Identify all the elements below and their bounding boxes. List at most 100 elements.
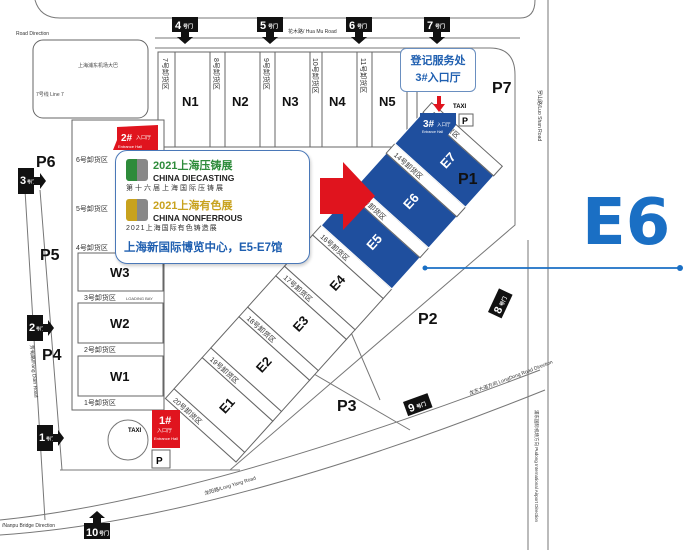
- svg-text:8号卸货区: 8号卸货区: [212, 58, 221, 90]
- svg-text:3#: 3#: [423, 119, 435, 130]
- hall-label-n3: N3: [282, 94, 299, 109]
- svg-text:1: 1: [39, 432, 45, 444]
- entrance-hall-3[interactable]: 3# 入口厅 Entrance Hall P: [420, 113, 474, 145]
- svg-text:W3: W3: [110, 265, 130, 280]
- svg-text:10: 10: [86, 527, 98, 539]
- svg-text:1#: 1#: [159, 415, 171, 427]
- svg-text:4号卸货区: 4号卸货区: [76, 243, 108, 252]
- road-label-long-yang: 龙阳路/Long Yang Road: [204, 475, 257, 497]
- svg-text:W2: W2: [110, 316, 130, 331]
- registration-title: 登记服务处: [410, 55, 466, 67]
- taxi-label-east: TAXI: [453, 104, 467, 110]
- hall-n3: [274, 51, 311, 148]
- road-label-airport: 浦东国际机场方向 Pudong International Airport Di…: [533, 410, 540, 523]
- svg-text:号门: 号门: [27, 178, 35, 184]
- parking-labels: P1 P2 P3 P4 P5 P6 P7: [36, 80, 512, 415]
- diecasting-title: 2021上海压铸展: [153, 160, 233, 172]
- svg-text:入口厅: 入口厅: [157, 428, 172, 434]
- svg-text:号门: 号门: [36, 325, 44, 331]
- metro-label: 7号线 Line 7: [36, 91, 64, 98]
- road-label-fang-dian: 芳甸路/Fang Dian Road: [28, 345, 40, 398]
- leader-dot: [422, 265, 428, 271]
- svg-text:号门: 号门: [183, 23, 193, 30]
- svg-text:11号卸货区: 11号卸货区: [359, 58, 368, 93]
- nonferrous-title: 2021上海有色展: [153, 200, 233, 212]
- parking-p1: P1: [458, 171, 478, 188]
- svg-text:LOADING BAY: LOADING BAY: [126, 296, 153, 301]
- svg-text:2#: 2#: [121, 133, 133, 144]
- svg-text:2: 2: [29, 322, 35, 334]
- road-label-hua-mu: 花木路/ Hua Mu Road: [288, 28, 337, 35]
- hall-n1: [174, 51, 211, 148]
- hall-label-n5: N5: [379, 94, 396, 109]
- east-halls: E1 E2 E3 E4 E5 E6 E7 20号卸货区 19号卸货区 18号卸货…: [164, 101, 504, 463]
- nonferrous-logo-icon: [126, 199, 148, 221]
- svg-text:8: 8: [492, 305, 505, 316]
- gate-8[interactable]: 8号门: [488, 288, 513, 319]
- hall-highlight-label: E6: [582, 186, 671, 260]
- road-label-top-left: Road Direction: [16, 31, 49, 37]
- parking-p6: P6: [36, 154, 56, 171]
- svg-text:号门: 号门: [498, 295, 509, 307]
- svg-text:Entrance Hall: Entrance Hall: [422, 130, 443, 134]
- bus-label: 上海浦东机场大巴: [78, 62, 118, 69]
- svg-text:号门: 号门: [435, 23, 445, 30]
- svg-text:9号卸货区: 9号卸货区: [262, 58, 271, 90]
- svg-text:5号卸货区: 5号卸货区: [76, 204, 108, 213]
- registration-entrance: 3#入口厅: [415, 72, 461, 84]
- diecasting-en: CHINA DIECASTING: [153, 173, 235, 183]
- roundabout: [107, 419, 149, 461]
- parking-p3: P3: [337, 398, 357, 415]
- svg-text:P: P: [462, 116, 468, 126]
- svg-text:号门: 号门: [415, 400, 427, 410]
- entrance-hall-2[interactable]: 2# 入口厅 Entrance Hall: [113, 125, 158, 150]
- svg-text:W1: W1: [110, 369, 130, 384]
- svg-text:Entrance Hall: Entrance Hall: [154, 436, 178, 441]
- parking-p2: P2: [418, 311, 438, 328]
- svg-text:Entrance Hall: Entrance Hall: [118, 144, 142, 149]
- north-halls: N1 N2 N3 N4 N5 7号卸货区 8号卸货区 9号卸货区 10号卸货区 …: [157, 51, 418, 148]
- hall-n4: [321, 51, 358, 148]
- road-long-yang: [0, 369, 546, 536]
- svg-text:10号卸货区: 10号卸货区: [311, 58, 320, 94]
- diecasting-subtitle: 第十六届上海国际压铸展: [126, 185, 225, 192]
- svg-text:7号卸货区: 7号卸货区: [161, 58, 170, 90]
- road-label-luo-shan: 罗山路/Luo Shan Road: [536, 90, 543, 141]
- svg-text:6: 6: [349, 20, 355, 32]
- svg-text:号门: 号门: [99, 530, 109, 537]
- svg-text:7: 7: [427, 20, 433, 32]
- hall-n2: [224, 51, 261, 148]
- svg-text:9: 9: [407, 402, 417, 415]
- svg-text:3: 3: [20, 175, 26, 187]
- nonferrous-en: CHINA NONFERROUS: [153, 213, 243, 223]
- pointer-arrow-icon: [320, 162, 375, 230]
- entrance-hall-1[interactable]: 1# 入口厅 Entrance Hall P: [151, 410, 180, 469]
- metro-area: [32, 39, 149, 119]
- svg-text:入口厅: 入口厅: [136, 135, 151, 141]
- svg-text:4: 4: [175, 20, 182, 32]
- hall-label-n1: N1: [182, 94, 199, 109]
- parking-p7: P7: [492, 80, 512, 97]
- taxi-label-west: TAXI: [128, 428, 142, 434]
- venue-text: 上海新国际博览中心，E5-E7馆: [124, 242, 283, 254]
- hall-label-n4: N4: [329, 94, 346, 109]
- svg-text:入口厅: 入口厅: [437, 122, 451, 128]
- road-top: [34, 0, 536, 19]
- road-label-nanpu: /Nanpu Bridge Direction: [2, 523, 55, 529]
- hall-w1: [77, 355, 164, 397]
- svg-text:号门: 号门: [268, 23, 278, 30]
- hall-w2: [77, 302, 164, 344]
- parking-p4: P4: [42, 347, 62, 364]
- road-right: [527, 0, 549, 550]
